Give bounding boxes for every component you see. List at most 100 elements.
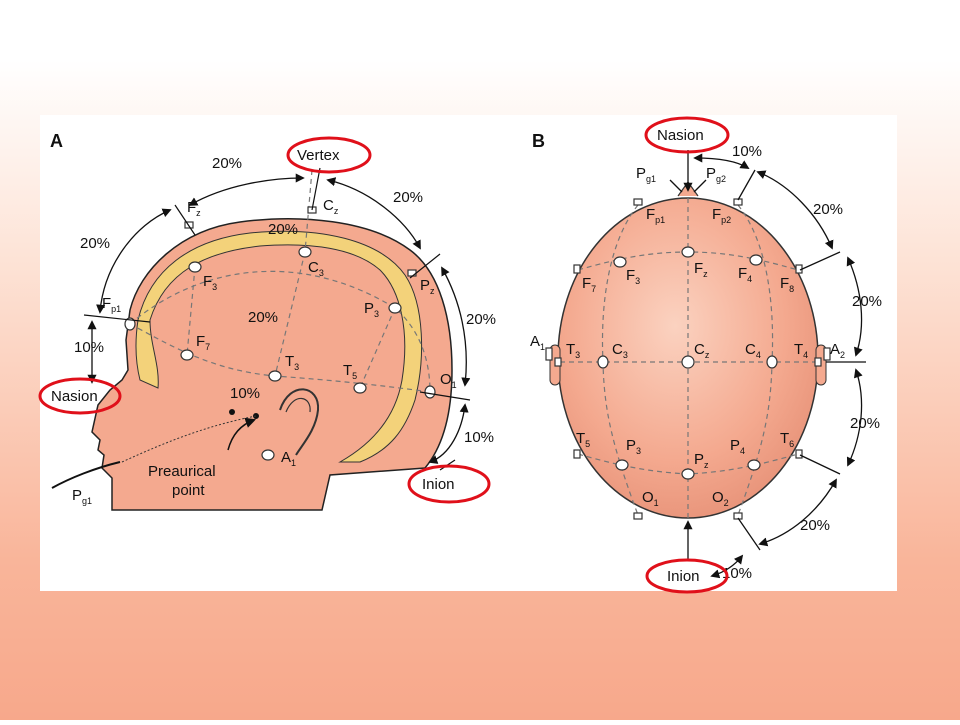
label-fp1: Fp1 [102, 295, 121, 314]
label-pg1: Pg1 [72, 487, 92, 506]
electrode-f3 [188, 261, 202, 273]
pct-b-3: 20% [850, 415, 880, 432]
label-t5: T5 [343, 362, 357, 381]
callout-nasion-b: Nasion [657, 127, 704, 144]
panel-a-callouts: Vertex Nasion Inion [38, 136, 491, 504]
electrode-b-fp1 [633, 198, 643, 206]
label-b-c3: C3 [612, 341, 628, 360]
ear [279, 388, 320, 456]
panel-b: B [530, 116, 882, 594]
label-b-f8: F8 [780, 275, 794, 294]
electrode-t5 [353, 382, 367, 394]
label-cz: Cz [323, 197, 339, 216]
pct-b-0: 10% [732, 143, 762, 160]
pct-b-1: 20% [813, 201, 843, 218]
pct-b-5: 10% [722, 565, 752, 582]
electrode-o1 [424, 385, 436, 399]
callout-inion-a: Inion [422, 476, 455, 493]
pct-a-6: 10% [74, 339, 104, 356]
label-b-p4: P4 [730, 437, 745, 456]
pct-a-3: 20% [393, 189, 423, 206]
label-b-f7: F7 [582, 275, 596, 294]
electrode-b-t5 [573, 449, 581, 459]
label-b-t3: T3 [566, 341, 580, 360]
label-t3: T3 [285, 353, 299, 372]
electrode-c3 [298, 246, 312, 258]
electrode-b-t3 [554, 357, 562, 367]
electrode-b-cz [681, 355, 695, 369]
label-b-f3: F3 [626, 267, 640, 286]
label-b-fz: Fz [694, 260, 708, 279]
label-fz: Fz [187, 199, 201, 218]
label-b-pz: Pz [694, 451, 709, 470]
label-b-fp1: Fp1 [646, 206, 665, 225]
panel-b-percents: 10% 20% 20% 20% 20% 10% [722, 143, 882, 582]
label-b-o2: O2 [712, 489, 729, 508]
label-pz: Pz [420, 277, 435, 296]
electrode-b-c4 [766, 355, 778, 369]
label-b-t4: T4 [794, 341, 808, 360]
electrode-a1 [261, 449, 275, 461]
label-b-pg2: Pg2 [706, 165, 726, 184]
electrode-b-t4 [814, 357, 822, 367]
panel-a-percents: 20% 20% 20% 20% 20% 20% 10% 10% 10% [74, 155, 496, 446]
electrode-b-fz [681, 246, 695, 258]
label-b-pg1: Pg1 [636, 165, 656, 184]
label-p3: P3 [364, 300, 379, 319]
electrode-pz [407, 269, 417, 277]
panel-b-labels: Pg1 Pg2 Fp1 Fp2 F7 F3 Fz F4 F8 A1 T3 C3 … [530, 165, 845, 508]
label-b-c4: C4 [745, 341, 761, 360]
electrode-b-t6 [795, 449, 803, 459]
panel-a-letter: A [50, 131, 63, 151]
label-a1: A1 [281, 449, 296, 468]
preauricular-marker [51, 409, 259, 489]
panel-b-arcs [693, 153, 863, 579]
electrode-b-pz [681, 468, 695, 480]
panel-b-measure-lines [669, 150, 866, 560]
electrode-b-p3 [615, 459, 629, 471]
panel-a: A [38, 131, 496, 511]
preauricular-line-1: Preaurical [148, 463, 216, 480]
panel-b-callouts: Nasion Inion [644, 116, 730, 594]
label-b-f4: F4 [738, 265, 752, 284]
panel-b-electrodes [545, 198, 831, 520]
electrode-b-a1 [545, 347, 553, 361]
label-b-cz: Cz [694, 341, 710, 360]
pct-b-2: 20% [852, 293, 882, 310]
pct-a-0: 20% [212, 155, 242, 172]
panel-b-letter: B [532, 131, 545, 151]
label-b-o1: O1 [642, 489, 659, 508]
pct-b-4: 20% [800, 517, 830, 534]
ear-inner [285, 397, 311, 413]
electrode-b-o1 [633, 512, 643, 520]
pct-a-4: 20% [248, 309, 278, 326]
callout-vertex: Vertex [297, 147, 340, 164]
electrode-b-f7 [573, 264, 581, 274]
preauricular-line-2: point [172, 482, 205, 499]
electrode-b-c3 [597, 355, 609, 369]
label-b-a2: A2 [830, 341, 845, 360]
electrode-fp1 [124, 317, 136, 331]
label-b-t6: T6 [780, 430, 794, 449]
electrode-b-f4 [749, 254, 763, 266]
label-b-fp2: Fp2 [712, 206, 731, 225]
label-f3: F3 [203, 273, 217, 292]
label-c3: C3 [308, 259, 324, 278]
electrode-b-f3 [613, 256, 627, 268]
panel-a-measure-lines [83, 167, 471, 471]
electrode-p3 [388, 302, 402, 314]
label-b-a1: A1 [530, 333, 545, 352]
electrode-b-a2 [823, 347, 831, 361]
callout-nasion-a: Nasion [51, 388, 98, 405]
label-b-t5: T5 [576, 430, 590, 449]
label-o1: O1 [440, 371, 457, 390]
electrode-f7 [180, 349, 194, 361]
label-b-p3: P3 [626, 437, 641, 456]
callout-inion-b: Inion [667, 568, 700, 585]
pct-a-2: 20% [268, 221, 298, 238]
pct-a-5: 20% [466, 311, 496, 328]
pct-a-7: 10% [230, 385, 260, 402]
label-f7: F7 [196, 333, 210, 352]
electrode-b-p4 [747, 459, 761, 471]
